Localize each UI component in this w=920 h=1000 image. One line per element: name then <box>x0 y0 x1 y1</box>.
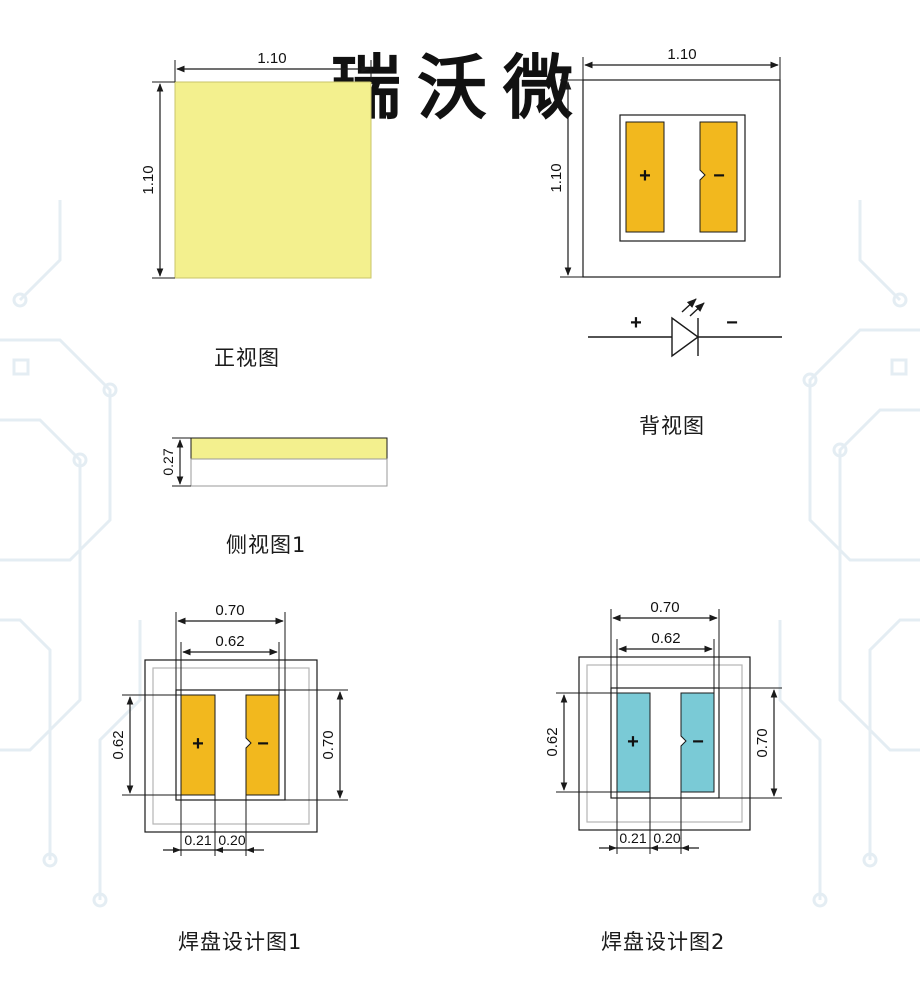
pad2-outer-width-label: 0.70 <box>650 599 679 616</box>
side-view: 0.27 <box>160 437 388 487</box>
pad1-right-height-label: 0.70 <box>320 730 337 759</box>
pad2-inner-width-label: 0.62 <box>651 630 680 647</box>
pad2-cathode-pad <box>680 692 715 793</box>
pad-design-2: + − 0.70 0.62 0.62 0.70 0.21 0.20 <box>544 599 782 854</box>
pad1-bottom-left-label: 0.21 <box>184 832 211 848</box>
back-pad-minus-sign: − <box>713 165 725 187</box>
pad2-bottom-left-label: 0.21 <box>619 830 646 846</box>
pad1-left-height-label: 0.62 <box>110 730 127 759</box>
back-pad-cathode <box>699 121 738 233</box>
pad-design-1-caption: 焊盘设计图1 <box>178 930 303 954</box>
pad1-minus-sign: − <box>257 733 269 755</box>
back-view-caption: 背视图 <box>639 414 705 438</box>
pad-design-1: + − 0.70 0.62 0.62 0.70 0.21 0.20 <box>110 602 348 856</box>
pad1-outer-width-label: 0.70 <box>215 602 244 619</box>
side-phosphor-layer <box>190 437 388 460</box>
diode-symbol-icon <box>588 298 782 358</box>
chip-top-face <box>174 81 372 279</box>
pad1-anode-pad <box>180 694 216 796</box>
pad1-inner-gray-frame <box>152 667 310 825</box>
pad1-inner-width-label: 0.62 <box>215 633 244 650</box>
back-height-label: 1.10 <box>548 163 565 192</box>
pad2-minus-sign: − <box>692 731 704 753</box>
pad-design-2-caption: 焊盘设计图2 <box>601 930 726 954</box>
pad2-anode-pad <box>616 692 651 793</box>
diode-minus-sign: − <box>726 312 738 334</box>
circuit-background <box>0 200 920 908</box>
side-view-caption: 侧视图1 <box>226 533 307 557</box>
pad1-bottom-right-label: 0.20 <box>218 832 245 848</box>
back-view: + − 1.10 1.10 + − <box>548 46 782 358</box>
back-pad-anode <box>625 121 665 233</box>
pad2-right-height-label: 0.70 <box>754 728 771 757</box>
pad2-bottom-right-label: 0.20 <box>653 830 680 846</box>
front-width-label: 1.10 <box>257 50 286 67</box>
front-view: 1.10 1.10 <box>140 50 372 279</box>
side-substrate-layer <box>190 458 388 487</box>
pad1-cathode-pad <box>245 694 280 796</box>
side-height-label: 0.27 <box>160 448 176 475</box>
pad2-plus-sign: + <box>627 731 639 753</box>
back-pad-plus-sign: + <box>639 165 651 187</box>
pad2-left-height-label: 0.62 <box>544 727 561 756</box>
diode-plus-sign: + <box>630 312 642 334</box>
front-view-caption: 正视图 <box>214 346 280 370</box>
pad2-inner-gray-frame <box>586 664 743 823</box>
back-width-label: 1.10 <box>667 46 696 63</box>
front-height-label: 1.10 <box>140 165 157 194</box>
pad1-plus-sign: + <box>192 733 204 755</box>
